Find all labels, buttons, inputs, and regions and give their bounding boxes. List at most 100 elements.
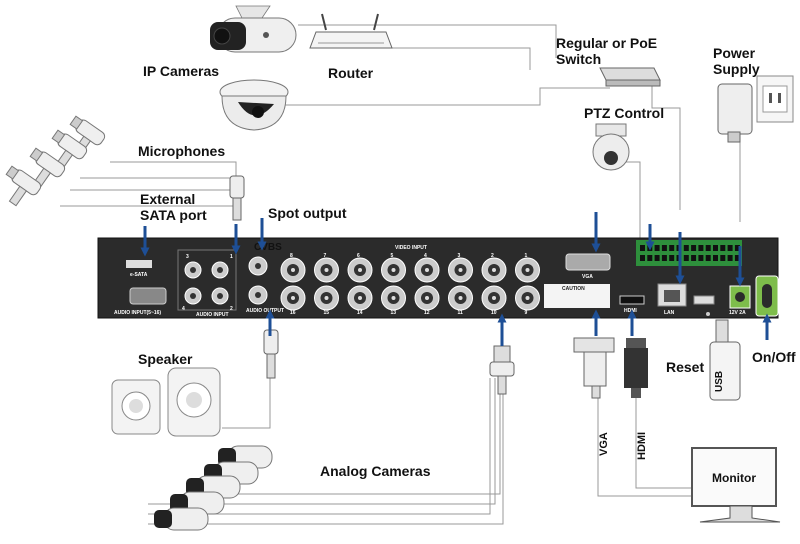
router-label: Router — [328, 65, 374, 81]
terminal-screw — [683, 245, 689, 251]
dvr-rear-panel: e-SATA AUDIO INPUT(5~16) 3 1 4 2 AUDIO I… — [97, 237, 779, 319]
terminal-screw — [698, 255, 704, 261]
terminal-screw — [705, 255, 711, 261]
bottom-bnc-13: 13 — [381, 285, 406, 316]
speaker-label: Speaker — [138, 351, 193, 367]
terminal-screw — [727, 245, 733, 251]
external-label-line1: External — [140, 191, 195, 207]
hdmi-port — [619, 295, 645, 305]
bottom-bnc-15: 15 — [314, 285, 339, 316]
bnc-channel-label: 8 — [290, 253, 293, 259]
bnc-channel-label: 3 — [458, 253, 461, 259]
terminal-screw — [654, 255, 660, 261]
vga-port-label: VGA — [582, 274, 593, 280]
terminal-screw — [727, 255, 733, 261]
usb-stick — [709, 319, 741, 401]
bnc-channel-label: 5 — [391, 253, 394, 259]
hdmi-plug — [624, 338, 648, 398]
bnc-channel-label: 4 — [424, 253, 427, 259]
power-supply — [717, 75, 794, 143]
bnc-row-bottom: 16 15 14 13 12 11 10 9 — [280, 285, 540, 316]
terminal-screw — [698, 245, 704, 251]
hdmi-cable-label: HDMI — [636, 432, 648, 460]
bnc-channel-label: 12 — [424, 310, 430, 316]
terminal-screw — [640, 245, 645, 251]
top-bnc-4: 4 — [414, 253, 440, 283]
terminal-screw — [691, 245, 697, 251]
ptz-label: PTZ Control — [584, 105, 664, 121]
bottom-bnc-14: 14 — [347, 285, 373, 316]
top-bnc-3: 3 — [448, 253, 473, 283]
analog-cameras-label: Analog Cameras — [320, 463, 431, 479]
terminal-screw — [661, 245, 667, 251]
terminal-screw — [691, 255, 697, 261]
vga-plug — [573, 337, 615, 399]
ip-bullet-camera — [210, 5, 297, 53]
bnc-channel-label: 1 — [525, 253, 528, 259]
svg-text:1: 1 — [230, 254, 233, 260]
reset-button — [706, 312, 710, 316]
terminal-screw — [683, 255, 689, 261]
top-bnc-2: 2 — [481, 253, 507, 283]
router — [309, 13, 393, 49]
bnc-channel-label: 13 — [391, 310, 397, 316]
top-bnc-7: 7 — [314, 253, 339, 283]
monitor — [691, 447, 781, 523]
terminal-screw — [720, 245, 726, 251]
bnc-channel-label: 9 — [525, 310, 528, 316]
terminal-screw — [720, 255, 726, 261]
bnc-channel-label: 7 — [324, 253, 327, 259]
bnc-channel-label: 11 — [458, 310, 464, 316]
bottom-bnc-12: 12 — [414, 285, 440, 316]
audio-output-plug — [263, 329, 279, 379]
bnc-channel-label: 15 — [324, 310, 330, 316]
switch-label-line1: Regular or PoE — [556, 35, 657, 51]
bnc-row-top: 8 7 6 5 4 3 2 1 — [280, 253, 540, 283]
terminal-screw — [661, 255, 667, 261]
usb-label: USB — [714, 371, 725, 392]
terminal-screw — [654, 245, 660, 251]
terminal-screw — [713, 255, 718, 261]
external-label-line2: SATA port — [140, 207, 207, 223]
microphones — [5, 115, 245, 221]
audio-input-db-port — [129, 287, 167, 305]
svg-text:3: 3 — [186, 254, 189, 260]
ip-dome-camera — [219, 79, 289, 131]
esata-label: e-SATA — [130, 272, 148, 278]
network-switch — [599, 67, 661, 87]
hdmi-port-label: HDMI — [624, 308, 637, 314]
svg-text:12V 2A: 12V 2A — [729, 310, 746, 316]
lan-port-label: LAN — [664, 310, 675, 316]
connection-arrows — [140, 212, 772, 346]
bnc-channel-label: 2 — [491, 253, 494, 259]
terminal-screw — [669, 255, 675, 261]
terminal-screw — [640, 255, 645, 261]
terminal-screw — [647, 255, 653, 261]
caution-sticker — [544, 284, 610, 308]
on-off-label: On/Off — [752, 349, 796, 365]
top-bnc-6: 6 — [347, 253, 373, 283]
bottom-bnc-9: 9 — [515, 285, 540, 316]
switch-label-line2: Switch — [556, 51, 601, 67]
bottom-bnc-10: 10 — [481, 285, 507, 316]
speaker — [111, 367, 221, 437]
bnc-channel-label: 10 — [491, 310, 497, 316]
audio-input-small-label: AUDIO INPUT — [196, 312, 229, 318]
bottom-bnc-16: 16 — [280, 285, 306, 316]
top-bnc-8: 8 — [280, 253, 306, 283]
bnc-plug — [489, 345, 515, 395]
analog-cameras — [154, 445, 273, 531]
esata-port — [126, 260, 152, 268]
terminal-block — [636, 240, 742, 266]
cvbs-label: CVBS — [254, 242, 282, 253]
audio-input-label: AUDIO INPUT(5~16) — [114, 310, 161, 316]
bnc-channel-label: 16 — [290, 310, 296, 316]
svg-text:4: 4 — [182, 306, 185, 312]
vga-cable-label: VGA — [598, 432, 610, 456]
terminal-screw — [734, 245, 740, 251]
bottom-bnc-11: 11 — [448, 285, 473, 316]
microphones-label: Microphones — [138, 143, 225, 159]
bnc-channel-label: 14 — [357, 310, 363, 316]
